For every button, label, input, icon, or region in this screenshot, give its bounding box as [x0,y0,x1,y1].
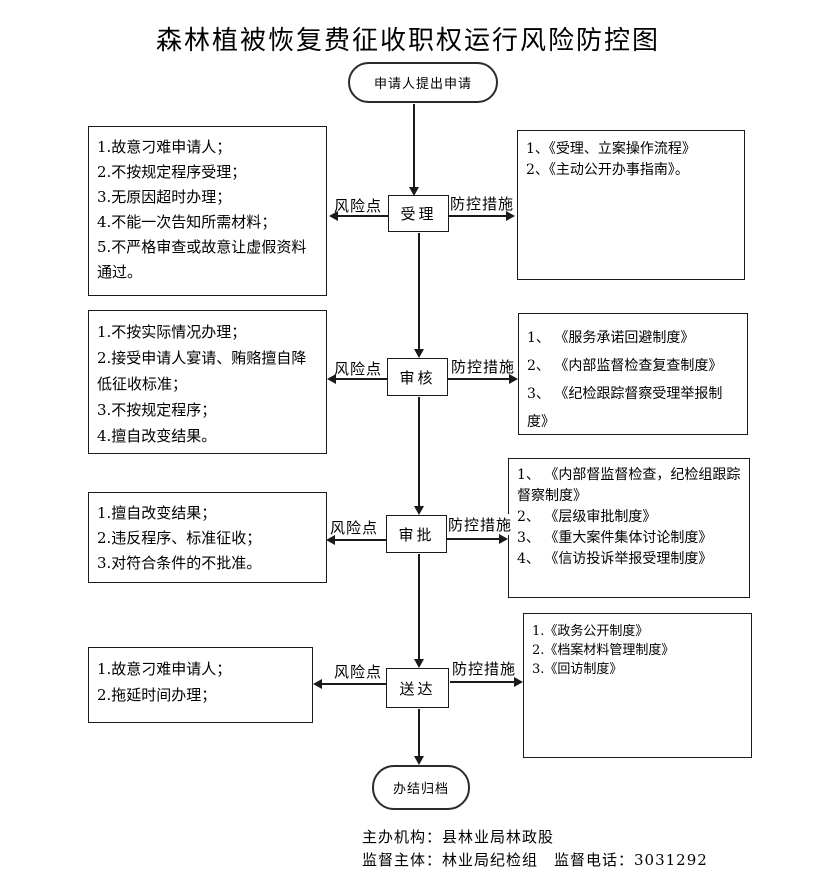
left-arrow-icon [338,215,388,217]
control-box: 1.《政务公开制度》 2.《档案材料管理制度》 3.《回访制度》 [523,613,752,758]
risk-item: 4.擅自改变结果。 [97,427,217,445]
control-item: 2、 《层级审批制度》 [517,509,657,525]
down-arrow-icon [418,709,420,756]
risk-box: 1.故意刁难申请人； 2.拖延时间办理； [88,647,313,723]
control-item: 3、 《纪检跟踪督察受理举报制度》 [527,386,723,430]
risk-item: 1.不按实际情况办理； [97,323,247,341]
risk-item: 1.擅自改变结果； [97,504,217,522]
risk-item: 3.不按规定程序； [97,401,217,419]
process-step-shenhe: 审核 [387,358,448,396]
control-box: 1、 《内部督监督检查，纪检组跟踪督察制度》 2、 《层级审批制度》 3、 《重… [508,458,750,598]
risk-item: 4.不能一次告知所需材料； [97,213,277,231]
risk-item: 1.故意刁难申请人； [97,138,232,156]
footer-supervisor: 监督主体：林业局纪检组 监督电话：3031292 [362,851,708,869]
control-item: 3.《回访制度》 [532,662,623,677]
risk-item: 2.接受申请人宴请、贿赂擅自降低征收标准； [97,349,307,393]
control-measures-label: 防控措施 [448,514,513,535]
left-arrow-icon [322,683,386,685]
control-item: 2、《主动公开办事指南》。 [526,162,689,178]
process-step-shouli: 受理 [388,195,449,232]
control-item: 1、 《内部督监督检查，纪检组跟踪督察制度》 [517,467,741,504]
risk-item: 2.不按规定程序受理； [97,163,247,181]
control-measures-label: 防控措施 [450,193,515,214]
control-item: 2、 《内部监督检查复查制度》 [527,358,723,374]
end-node: 办结归档 [372,765,470,810]
control-measures-label: 防控措施 [452,658,517,679]
page-title: 森林植被恢复费征收职权运行风险防控图 [155,26,660,56]
right-arrow-icon [447,538,499,540]
start-node: 申请人提出申请 [348,62,498,103]
risk-point-label: 风险点 [330,517,379,538]
risk-item: 2.违反程序、标准征收； [97,529,262,547]
control-item: 1、《受理、立案操作流程》 [526,141,696,157]
down-arrow-icon [418,554,420,659]
risk-box: 1.故意刁难申请人； 2.不按规定程序受理； 3.无原因超时办理； 4.不能一次… [88,126,327,296]
risk-box: 1.不按实际情况办理； 2.接受申请人宴请、贿赂擅自降低征收标准； 3.不按规定… [88,310,327,454]
risk-item: 1.故意刁难申请人； [97,660,232,678]
down-arrow-icon [413,104,415,187]
control-box: 1、《受理、立案操作流程》 2、《主动公开办事指南》。 [517,130,745,280]
control-item: 3、 《重大案件集体讨论制度》 [517,530,713,546]
start-node-label: 申请人提出申请 [373,77,472,92]
down-arrow-icon [418,397,420,506]
risk-item: 3.对符合条件的不批准。 [97,554,262,572]
right-arrow-icon [450,681,514,683]
process-step-shenpi: 审批 [386,515,447,553]
control-item: 1、 《服务承诺回避制度》 [527,330,695,346]
right-arrow-icon [449,215,506,217]
risk-item: 5.不严格审查或故意让虚假资料通过。 [97,238,307,281]
control-box: 1、 《服务承诺回避制度》 2、 《内部监督检查复查制度》 3、 《纪检跟踪督察… [518,313,748,435]
control-item: 1.《政务公开制度》 [532,624,649,639]
down-arrow-icon [418,233,420,349]
left-arrow-icon [336,378,387,380]
end-node-label: 办结归档 [392,782,449,797]
left-arrow-icon [335,539,386,541]
risk-box: 1.擅自改变结果； 2.违反程序、标准征收； 3.对符合条件的不批准。 [88,492,327,583]
process-step-songda: 送达 [386,668,449,708]
risk-point-label: 风险点 [334,195,383,216]
control-item: 2.《档案材料管理制度》 [532,643,675,658]
risk-point-label: 风险点 [334,661,383,682]
control-item: 4、 《信访投诉举报受理制度》 [517,551,713,567]
footer-organizer: 主办机构：县林业局林政股 [362,828,555,846]
risk-item: 2.拖延时间办理； [97,686,217,704]
footer: 主办机构：县林业局林政股 监督主体：林业局纪检组 监督电话：3031292 [362,826,708,872]
right-arrow-icon [448,378,509,380]
control-measures-label: 防控措施 [451,356,516,377]
risk-point-label: 风险点 [334,358,383,379]
risk-item: 3.无原因超时办理； [97,188,232,206]
